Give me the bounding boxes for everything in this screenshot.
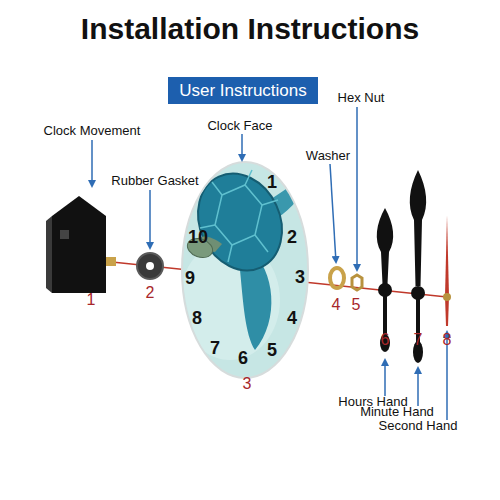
leader-arrow bbox=[241, 134, 243, 160]
callout-number: 7 bbox=[414, 332, 423, 348]
hex-nut bbox=[352, 275, 362, 290]
dial-numeral: 10 bbox=[188, 228, 208, 246]
minute-hand-hub bbox=[411, 286, 425, 300]
callout-number: 5 bbox=[352, 297, 361, 313]
dial-numeral: 2 bbox=[287, 228, 297, 246]
callout-number: 4 bbox=[332, 297, 341, 313]
dial-numeral: 5 bbox=[267, 341, 277, 359]
turtle-shell bbox=[183, 160, 298, 284]
part-name: Rubber Gasket bbox=[111, 174, 198, 187]
part-name: Clock Movement bbox=[44, 124, 141, 137]
hour-hand-tail bbox=[383, 296, 387, 336]
second-hand-pin bbox=[443, 293, 451, 301]
callout-number: 1 bbox=[87, 292, 96, 308]
leader-arrow bbox=[384, 360, 386, 396]
movement-side bbox=[46, 216, 52, 293]
hour-hand bbox=[377, 208, 393, 284]
dial-numeral: 3 bbox=[295, 268, 305, 286]
rubber-gasket bbox=[137, 253, 163, 279]
hour-hand-hub bbox=[378, 283, 392, 297]
dial-numeral: 9 bbox=[185, 269, 195, 287]
part-name: Hex Nut bbox=[338, 91, 385, 104]
box-text: User Instructions bbox=[179, 81, 307, 101]
dial-numeral: 1 bbox=[267, 173, 277, 191]
turtle-picture bbox=[180, 160, 310, 360]
washer bbox=[330, 268, 344, 288]
part-name: Second Hand bbox=[379, 419, 458, 432]
part-name: Minute Hand bbox=[360, 405, 434, 418]
callout-number: 3 bbox=[243, 376, 252, 392]
dial-numeral: 7 bbox=[210, 339, 220, 357]
minute-hand bbox=[410, 170, 426, 286]
leader-arrow bbox=[330, 164, 336, 262]
dial-numeral: 6 bbox=[238, 349, 248, 367]
leader-arrow bbox=[417, 368, 419, 406]
callout-number: 8 bbox=[443, 332, 452, 348]
banner-box: User Instructions bbox=[168, 77, 318, 104]
leader-arrow bbox=[356, 107, 358, 270]
leader-arrow bbox=[91, 140, 93, 186]
dial-numeral: 4 bbox=[287, 309, 297, 327]
callout-number: 6 bbox=[381, 332, 390, 348]
callout-number: 2 bbox=[146, 285, 155, 301]
leader-arrow bbox=[149, 190, 151, 248]
movement-shaft bbox=[106, 257, 116, 266]
second-hand bbox=[445, 215, 449, 326]
page-title: Installation Instructions bbox=[0, 12, 500, 46]
part-name: Clock Face bbox=[207, 119, 272, 132]
movement-detail bbox=[60, 230, 69, 239]
gasket-hole bbox=[146, 262, 154, 270]
part-name: Washer bbox=[306, 149, 350, 162]
dial-numeral: 8 bbox=[192, 309, 202, 327]
clock-movement-body bbox=[52, 196, 106, 293]
